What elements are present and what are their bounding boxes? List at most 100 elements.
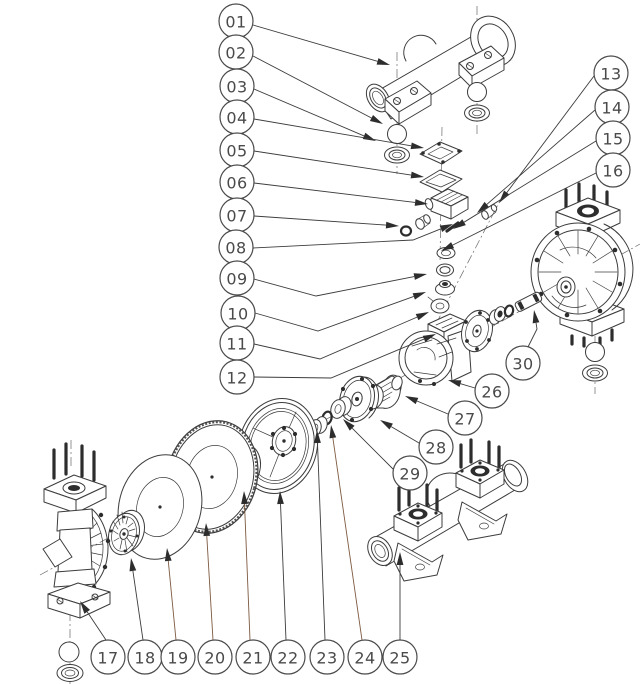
ball-top-right	[467, 82, 487, 102]
leader-line-27	[416, 400, 449, 415]
leader-arrow-07	[385, 221, 399, 229]
balloon-label-02: 02	[225, 44, 246, 63]
inner-valve-plate	[461, 309, 493, 353]
leader-arrow-05	[410, 171, 424, 179]
leader-line-02	[252, 55, 372, 119]
balloon-label-17: 17	[97, 649, 118, 668]
leader-arrow-20	[203, 523, 211, 537]
leader-arrow-16	[441, 242, 455, 251]
leader-line-30	[527, 322, 538, 348]
balloon-17: 17	[80, 601, 126, 675]
ball-top-left	[387, 124, 407, 144]
leader-arrow-30	[532, 310, 540, 324]
balloon-13: 13	[499, 55, 629, 203]
balloon-label-05: 05	[226, 142, 247, 161]
leader-arrow-08	[439, 224, 453, 232]
balloon-label-19: 19	[167, 649, 188, 668]
shaft-bushing	[488, 306, 507, 325]
balloon-06: 06	[219, 164, 428, 206]
balloon-label-06: 06	[226, 174, 247, 193]
balloon-label-20: 20	[204, 649, 225, 668]
seal-top-left	[384, 146, 410, 164]
balloon-22: 22	[270, 491, 306, 675]
manifold-flange-left	[393, 481, 443, 542]
balloon-circle-20	[197, 639, 233, 675]
leader-line-29	[351, 427, 394, 470]
balloon-21: 21	[235, 491, 271, 675]
leader-line-03	[253, 88, 365, 137]
leader-arrow-06	[414, 199, 428, 206]
balloon-29: 29	[343, 419, 428, 491]
balloon-circle-30	[505, 345, 541, 381]
balloon-circle-23	[309, 639, 345, 675]
centerlines	[39, 6, 641, 684]
leader-arrow-21	[241, 491, 248, 505]
leader-line-06	[253, 182, 416, 203]
balloon-circle-28	[418, 429, 454, 465]
leader-arrow-13	[499, 190, 510, 203]
balloon-label-27: 27	[454, 410, 475, 429]
leader-line-10	[254, 295, 414, 332]
balloon-label-07: 07	[226, 207, 247, 226]
leader-line-17	[86, 611, 107, 641]
ball-right	[585, 342, 605, 362]
leader-line-21	[244, 503, 251, 641]
top-manifold	[365, 15, 516, 164]
balloon-circle-19	[160, 639, 196, 675]
leader-line-22	[280, 503, 287, 641]
valve-gasket	[419, 169, 463, 193]
right-pump-assembly	[530, 182, 634, 382]
leader-line-12	[253, 338, 425, 379]
roll-pin	[445, 221, 460, 233]
leader-line-11	[253, 316, 418, 360]
muffler-plate	[419, 141, 463, 165]
balloon-label-23: 23	[316, 649, 337, 668]
balloon-circle-09	[219, 260, 255, 296]
balloon-label-12: 12	[226, 369, 247, 388]
shaft-o-ring	[503, 304, 515, 318]
pilot-pin	[481, 204, 498, 220]
balloon-label-10: 10	[227, 305, 248, 324]
leader-arrow-11	[415, 312, 429, 321]
leader-line-19	[167, 560, 177, 641]
balloon-15: 15	[453, 120, 631, 229]
inner-diaphragm-plate	[108, 509, 145, 556]
balloon-24: 24	[329, 425, 383, 675]
balloon-label-28: 28	[425, 439, 446, 458]
chamber-housing	[530, 222, 634, 322]
air-valve-body	[424, 188, 469, 220]
leader-arrow-25	[396, 552, 404, 565]
balloon-label-13: 13	[600, 65, 621, 84]
leader-line-28	[390, 426, 420, 444]
balloon-circle-12	[219, 359, 255, 395]
leader-line-26	[460, 383, 476, 389]
leader-arrow-26	[448, 380, 462, 387]
leader-arrow-10	[412, 292, 426, 300]
valve-seat	[427, 296, 450, 314]
leader-line-14	[486, 109, 596, 205]
balloon-label-14: 14	[601, 99, 622, 118]
balloon-circle-22	[270, 639, 306, 675]
balloon-circle-25	[382, 639, 418, 675]
balloon-circle-17	[90, 639, 126, 675]
balloon-30: 30	[505, 310, 541, 381]
leader-line-09	[253, 276, 415, 297]
left-pump-body	[42, 508, 97, 588]
leader-arrow-22	[277, 491, 284, 505]
leader-line-18	[132, 570, 144, 641]
balloon-label-03: 03	[226, 78, 247, 97]
leader-arrow-01	[376, 58, 390, 65]
o-ring	[436, 263, 454, 277]
balloon-label-18: 18	[134, 649, 155, 668]
seal-right	[582, 364, 608, 382]
balloon-circle-27	[447, 400, 483, 436]
leader-arrow-19	[164, 548, 172, 562]
leader-arrow-04	[410, 142, 424, 150]
balloon-12: 12	[219, 334, 436, 395]
balloon-circle-21	[235, 639, 271, 675]
leader-line-16	[452, 172, 597, 246]
balloon-18: 18	[127, 558, 163, 675]
leader-line-08	[252, 228, 442, 249]
leader-arrow-12	[422, 334, 436, 343]
